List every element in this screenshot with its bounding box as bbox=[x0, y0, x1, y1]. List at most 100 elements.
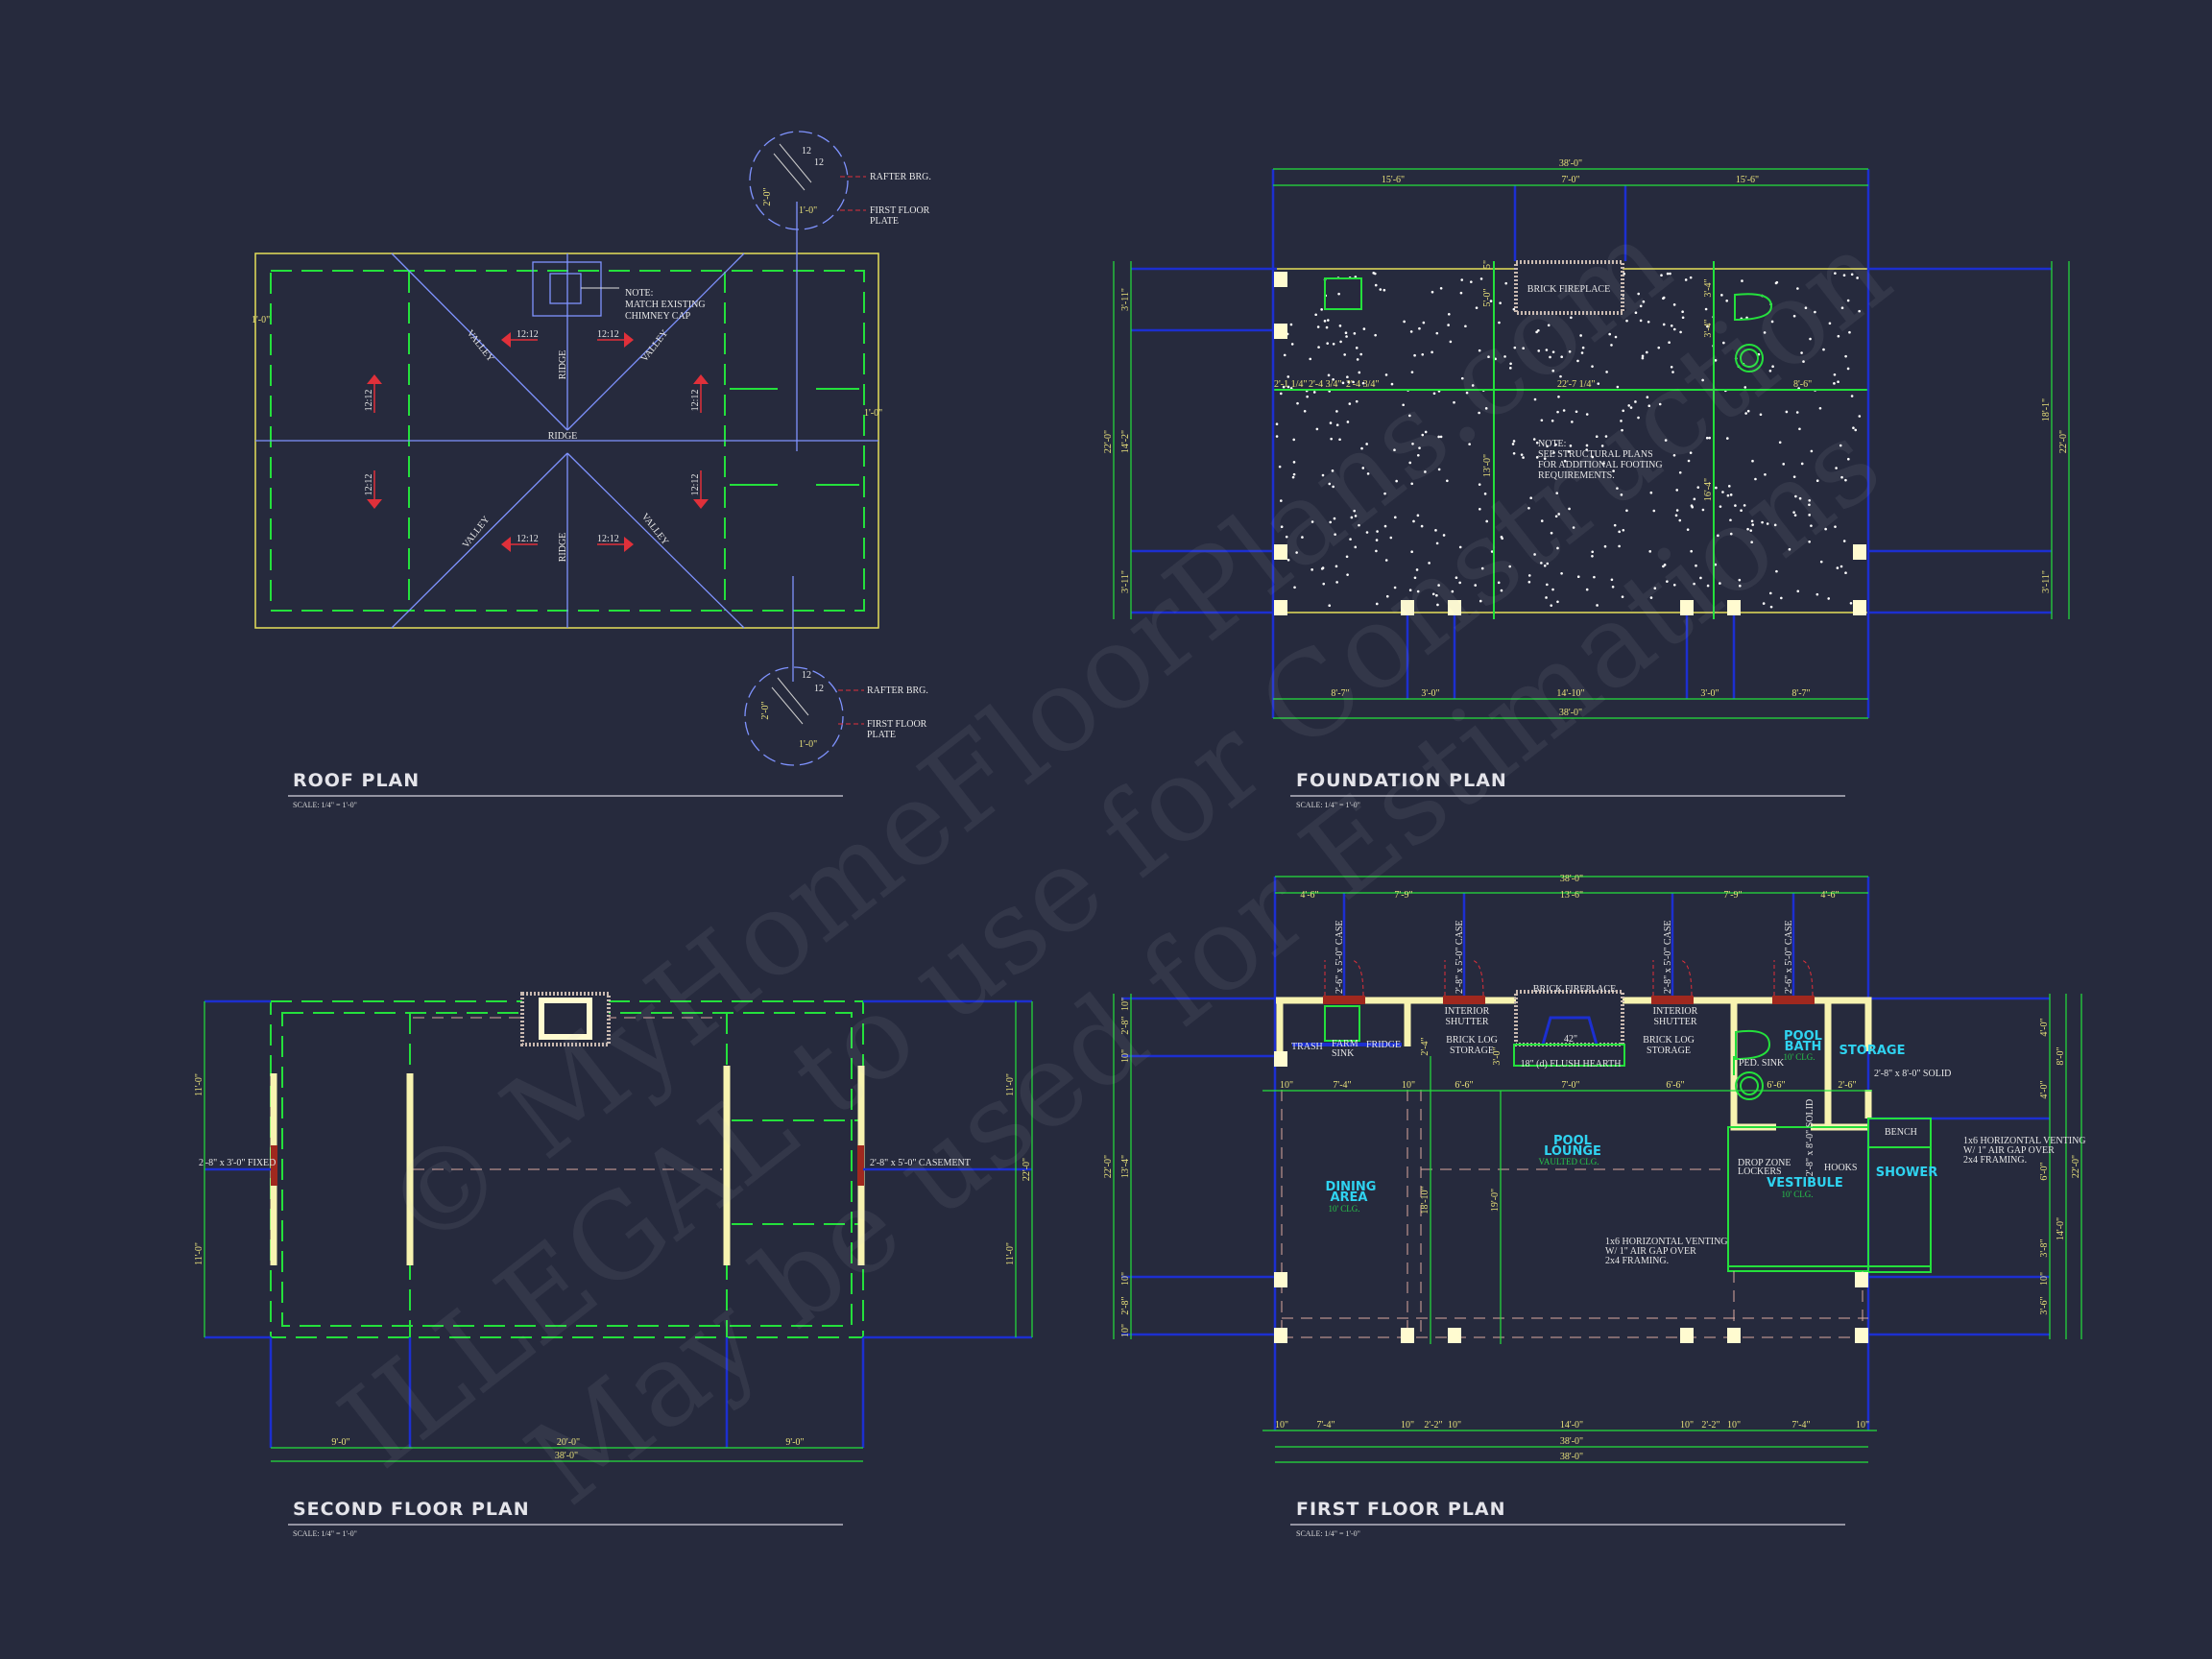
drawing-label: FRIDGE bbox=[1366, 1040, 1401, 1050]
room-shower: SHOWER bbox=[1876, 1166, 1938, 1180]
dimension-label: 10" bbox=[1120, 998, 1131, 1011]
room-vestibule: VESTIBULE bbox=[1767, 1176, 1843, 1190]
drawing-label: 2'-8" x 5'-0" CASE bbox=[1663, 921, 1673, 995]
drawing-label: 38'-0" bbox=[1560, 1436, 1583, 1447]
drawing-label: 12:12 bbox=[364, 474, 374, 496]
pitch-arrow-icon: 12:12 bbox=[364, 470, 382, 509]
chimney bbox=[532, 261, 602, 317]
drawing-label: 18'-1" bbox=[2041, 398, 2052, 421]
drawing-label: 3'-0" bbox=[1492, 1046, 1503, 1065]
drawing-label: 10' CLG. bbox=[1783, 1052, 1815, 1062]
dimension-label: 4'-0" bbox=[2039, 1080, 2050, 1098]
drawing-label: 22'-0" bbox=[1103, 430, 1114, 453]
dimension-label: 3'-8" bbox=[2039, 1238, 2050, 1257]
dimension-label: 2'-8" bbox=[1120, 1016, 1131, 1034]
drawing-label: 3'-0" bbox=[1421, 688, 1439, 699]
drawing-label: 12:12 bbox=[517, 329, 539, 340]
drawing-label: 1x6 HORIZONTAL VENTING bbox=[1605, 1237, 1728, 1247]
farm-sink bbox=[1324, 1005, 1360, 1042]
drawing-label: 8'-7" bbox=[1331, 688, 1349, 699]
drawing-label: 6'-6" bbox=[1666, 1080, 1684, 1091]
dimension-label: 22'-0" bbox=[1103, 1155, 1114, 1178]
drawing-label: LOCKERS bbox=[1738, 1166, 1782, 1177]
sink-icon bbox=[1735, 344, 1764, 373]
drawing-label: 38'-0" bbox=[1560, 874, 1583, 884]
drawing-label: FIRST FLOOR bbox=[870, 205, 930, 216]
drawing-label: 6'-6" bbox=[1767, 1080, 1785, 1091]
drawing-label: 11'-0" bbox=[194, 1242, 204, 1265]
drawing-label: SINK bbox=[1332, 1048, 1355, 1059]
drawing-label: SCALE: 1/4" = 1'-0" bbox=[293, 801, 357, 809]
pitch-arrow-icon: 12:12 bbox=[501, 534, 539, 552]
drawing-label: PLATE bbox=[870, 216, 899, 227]
dimension-label: 2'-2" bbox=[1701, 1420, 1719, 1431]
drawing-label: 19'-0" bbox=[1490, 1189, 1501, 1212]
door-swings bbox=[1324, 959, 1814, 997]
drawing-label: CHIMNEY CAP bbox=[625, 311, 691, 322]
drawing-label: 3'-4" bbox=[1703, 278, 1714, 297]
drawing-label: 22'-7 1/4" bbox=[1557, 379, 1596, 390]
drawing-label: INTERIOR bbox=[1653, 1006, 1698, 1017]
dimension-label: 10" bbox=[1275, 1420, 1288, 1431]
drawing-label: BENCH bbox=[1885, 1127, 1917, 1138]
drawing-label: 14'-2" bbox=[1120, 430, 1131, 453]
drawing-label: 7'-9" bbox=[1723, 890, 1742, 901]
dimension-label: 6'-0" bbox=[2039, 1162, 2050, 1180]
drawing-label: 5'-0" bbox=[1482, 288, 1493, 306]
drawing-label: 2'-8" x 8'-0" SOLID bbox=[1805, 1099, 1815, 1176]
drawing-label: 2'-6" x 5'-0" CASE bbox=[1334, 921, 1345, 995]
pitch-arrow-icon: 12:12 bbox=[690, 470, 709, 509]
dimension-label: 8'-0" bbox=[2056, 1046, 2066, 1065]
drawing-label: AREA bbox=[1330, 1190, 1367, 1205]
foundation-note: NOTE: bbox=[1538, 439, 1566, 449]
drawing-label: SHUTTER bbox=[1446, 1017, 1489, 1027]
valley-line bbox=[566, 252, 745, 431]
drawing-label: SEE STRUCTURAL PLANS bbox=[1538, 449, 1653, 460]
roof-plan-title: ROOF PLAN bbox=[293, 770, 420, 791]
drawing-label: 3'-4" bbox=[1703, 319, 1714, 337]
dimension-label: 10" bbox=[1120, 1272, 1131, 1286]
dimension-label: 10" bbox=[1120, 1049, 1131, 1063]
drawing-label: LOUNGE bbox=[1544, 1144, 1601, 1159]
drawing-label: 10" bbox=[1402, 1080, 1415, 1091]
foundation-plan: BRICK FIREPLACE 38'-0" 15'-6" 7'-0" 15' bbox=[1103, 158, 2070, 809]
pitch-arrow-icon: 12:12 bbox=[501, 329, 539, 348]
first-floor-plan: 2'-6" x 5'-0" CASE 2'-8" x 5'-0" CASE 2'… bbox=[1103, 874, 2086, 1538]
drawing-label: SCALE: 1/4" = 1'-0" bbox=[1296, 1529, 1360, 1538]
pitch-arrow-icon: 12:12 bbox=[597, 329, 634, 348]
dimension-label: 22'-0" bbox=[2071, 1155, 2081, 1178]
drawing-label: W/ 1" AIR GAP OVER bbox=[1605, 1246, 1696, 1257]
roof-note: NOTE: bbox=[625, 288, 653, 299]
drawing-label: 2'-0" bbox=[760, 701, 771, 719]
drawing-label: 12 bbox=[802, 670, 811, 681]
brick-fireplace bbox=[1514, 260, 1624, 315]
drawing-label: 1'-0" bbox=[252, 315, 270, 325]
toilet-icon bbox=[1734, 293, 1773, 322]
second-floor-plan: 2'-8" x 3'-0" FIXED 2'-8" x 5'-0" CASEME… bbox=[194, 992, 1033, 1538]
drawing-label: BRICK LOG bbox=[1643, 1035, 1695, 1046]
dimension-label: 7'-4" bbox=[1791, 1420, 1810, 1431]
drawing-label: RIDGE bbox=[558, 350, 568, 380]
drawing-label: 3'-11" bbox=[1120, 288, 1131, 311]
drawing-label: TRASH bbox=[1291, 1042, 1323, 1052]
drawing-label: 3'-11" bbox=[1120, 570, 1131, 593]
drawing-label: BATH bbox=[1785, 1040, 1822, 1054]
pitch-arrow-icon: 12:12 bbox=[597, 534, 634, 552]
drawing-label: 4'-6" bbox=[1820, 890, 1839, 901]
drawing-label: 12:12 bbox=[597, 534, 619, 544]
drawing-label: 12:12 bbox=[597, 329, 619, 340]
drawing-label: 10' CLG. bbox=[1328, 1204, 1359, 1214]
valley-line bbox=[566, 452, 745, 629]
dimension-label: 10" bbox=[1448, 1420, 1461, 1431]
drawing-label: FARM bbox=[1332, 1039, 1358, 1049]
drawing-label: 1'-0" bbox=[799, 205, 817, 216]
drawing-label: 18'-10" bbox=[1420, 1186, 1431, 1214]
dimension-label: 7'-4" bbox=[1316, 1420, 1334, 1431]
drawing-label: 2x4 FRAMING. bbox=[1605, 1256, 1669, 1266]
valley-line bbox=[391, 252, 568, 431]
drawing-label: 22'-0" bbox=[2058, 430, 2069, 453]
drawing-label: 2'-8" x 8'-0" SOLID bbox=[1874, 1069, 1951, 1079]
